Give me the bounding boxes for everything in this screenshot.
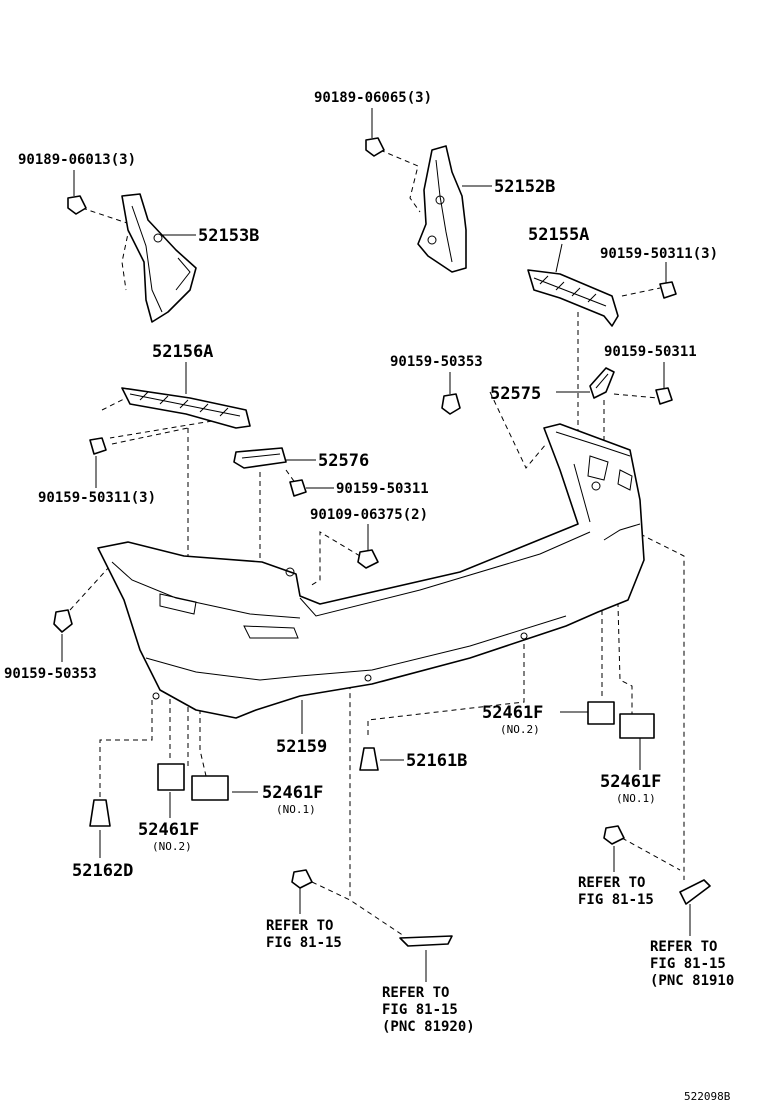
label-52576: 52576 (318, 451, 369, 471)
screw-refer-right (603, 825, 625, 845)
label-90159-50353-center: 90159-50353 (390, 354, 483, 370)
label-refer-bottom-3: (PNC 81920) (382, 1019, 475, 1035)
label-refer-center-1: REFER TO (266, 918, 333, 934)
label-90109-06375: 90109-06375(2) (310, 507, 428, 523)
label-refer-bottom-1: REFER TO (382, 985, 449, 1001)
label-90159-50311-3-right: 90159-50311(3) (600, 246, 718, 262)
label-90159-50311-3-left: 90159-50311(3) (38, 490, 156, 506)
retainer-52156a (121, 387, 251, 429)
label-refer-far-right-3: (PNC 81910 (650, 973, 734, 989)
reflector-center (399, 935, 453, 947)
label-52461f-no1-right-sub: (NO.1) (616, 792, 656, 805)
label-52461f-no2-right: 52461F (482, 703, 543, 723)
bolt-90189-06013 (67, 195, 87, 215)
screw-90159-50311-right (655, 387, 673, 405)
pad-52461f-no1-left (191, 775, 229, 801)
bracket-52153b (121, 193, 197, 323)
label-52461f-no2-left-sub: (NO.2) (152, 840, 192, 853)
label-refer-far-right-2: FIG 81-15 (650, 956, 726, 972)
screw-refer-center (291, 869, 313, 889)
figure-id: 522098B (684, 1090, 731, 1103)
label-52575: 52575 (490, 384, 541, 404)
screw-90159-50353-center (441, 393, 461, 415)
screw-90159-50311-right-top (659, 281, 677, 299)
fasteners (53, 137, 677, 889)
label-52159: 52159 (276, 737, 327, 757)
bolt-90189-06065 (365, 137, 385, 157)
label-90189-06013: 90189-06013(3) (18, 152, 136, 168)
retainer-52155a (527, 269, 619, 327)
screw-90159-50311-left (89, 437, 107, 455)
bracket-52576 (233, 447, 287, 469)
label-52161b: 52161B (406, 751, 467, 771)
reflectors (399, 879, 711, 947)
label-90189-06065: 90189-06065(3) (314, 90, 432, 106)
label-52155a: 52155A (528, 225, 589, 245)
bolt-90109-06375 (357, 549, 379, 569)
pad-52461f-no1-right (619, 713, 655, 739)
label-refer-right-2: FIG 81-15 (578, 892, 654, 908)
clip-52162d (89, 799, 111, 827)
bracket-52575 (589, 367, 615, 399)
label-52156a: 52156A (152, 342, 213, 362)
label-90159-50311-center: 90159-50311 (336, 481, 429, 497)
label-refer-far-right-1: REFER TO (650, 939, 717, 955)
pad-52461f-no2-right (587, 701, 615, 725)
bracket-52152b (417, 145, 467, 273)
clip-52161b (359, 747, 379, 771)
bumper-cover-52159 (97, 423, 645, 719)
pad-52461f-no2-left (157, 763, 185, 791)
label-refer-right-1: REFER TO (578, 875, 645, 891)
label-90159-50311-right: 90159-50311 (604, 344, 697, 360)
label-refer-center-2: FIG 81-15 (266, 935, 342, 951)
screw-90159-50353-left (53, 609, 73, 633)
label-52153b: 52153B (198, 226, 259, 246)
screw-90159-50311-center (289, 479, 307, 497)
label-52152b: 52152B (494, 177, 555, 197)
label-90159-50353-left: 90159-50353 (4, 666, 97, 682)
label-52461f-no1-right: 52461F (600, 772, 661, 792)
label-52461f-no1-left: 52461F (262, 783, 323, 803)
label-52461f-no2-left: 52461F (138, 820, 199, 840)
part-labels: 90189-06065(3) 90189-06013(3) 52152B 521… (4, 90, 734, 1103)
pads (157, 701, 655, 801)
reflector-right (679, 879, 711, 905)
label-52162d: 52162D (72, 861, 133, 881)
label-52461f-no1-left-sub: (NO.1) (276, 803, 316, 816)
label-52461f-no2-right-sub: (NO.2) (500, 723, 540, 736)
label-refer-bottom-2: FIG 81-15 (382, 1002, 458, 1018)
